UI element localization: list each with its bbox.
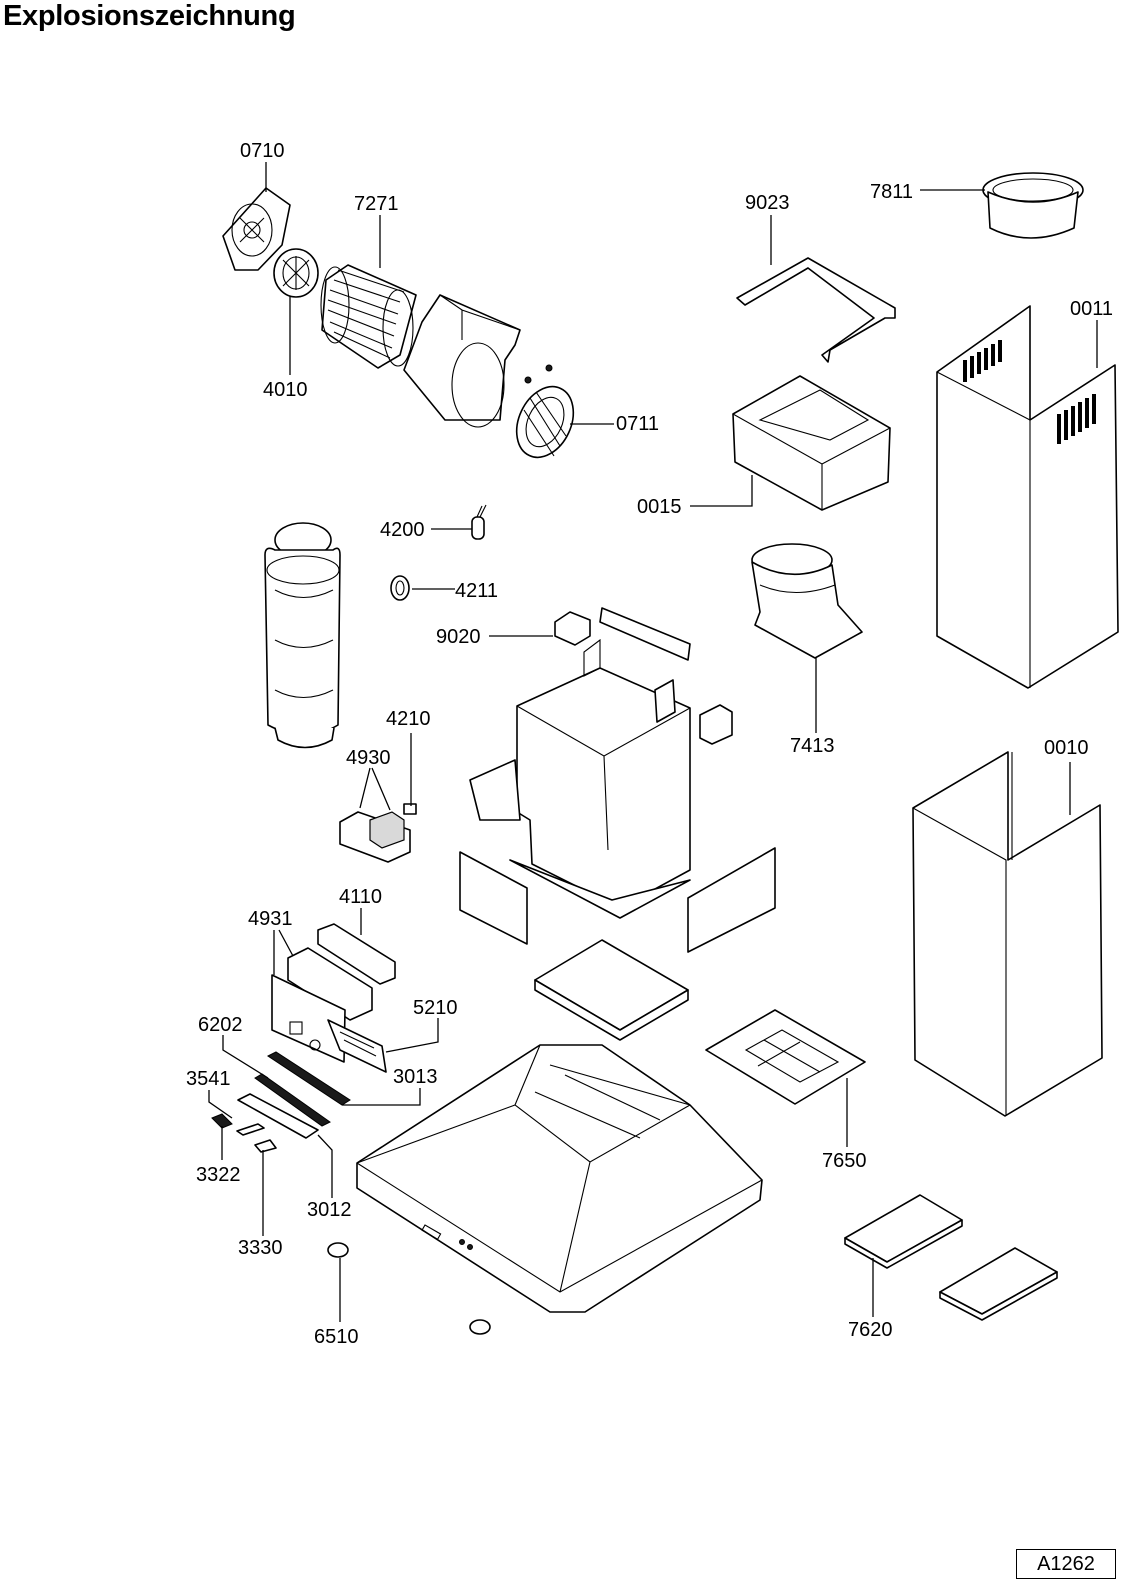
filter-frame — [705, 1009, 866, 1105]
part-label-6202: 6202 — [198, 1014, 243, 1036]
blower-housing — [403, 294, 521, 428]
part-label-0015: 0015 — [637, 496, 682, 518]
part-label-4211: 4211 — [455, 580, 498, 602]
part-label-7620: 7620 — [848, 1319, 893, 1341]
part-label-4210: 4210 — [386, 708, 431, 730]
control-knobs — [327, 1242, 491, 1335]
part-label-5210: 5210 — [413, 997, 458, 1019]
lamp-holder — [390, 575, 410, 601]
control-panel-parts — [211, 1051, 351, 1153]
lower-chimney-cover — [912, 751, 1103, 1117]
duct-transition-piece — [751, 543, 863, 659]
flexible-exhaust-pipe — [264, 522, 341, 749]
capacitor — [471, 504, 487, 540]
part-label-0010: 0010 — [1044, 737, 1089, 759]
duct-collar — [982, 172, 1084, 239]
carbon-filters — [844, 1194, 1058, 1321]
hood-canopy — [356, 1044, 763, 1313]
page-title: Explosionszeichnung — [3, 0, 296, 32]
part-label-3013: 3013 — [393, 1066, 438, 1088]
part-label-3330: 3330 — [238, 1237, 283, 1259]
part-label-0711: 0711 — [616, 413, 659, 435]
leader-lines — [208, 162, 1098, 1322]
part-label-9020: 9020 — [436, 626, 481, 648]
fan-inlet-grille — [515, 364, 575, 459]
part-label-7271: 7271 — [354, 193, 399, 215]
electronics-assembly — [271, 923, 396, 1073]
side-panels — [459, 847, 776, 953]
part-label-0710: 0710 — [240, 140, 285, 162]
part-label-7413: 7413 — [790, 735, 835, 757]
transformer-assembly — [339, 803, 417, 863]
part-label-4930: 4930 — [346, 747, 391, 769]
blower-wheel — [320, 264, 417, 369]
part-labels: 0710 7271 4010 0711 9023 7811 0011 0015 … — [186, 140, 1113, 1348]
fan-motor — [273, 248, 319, 298]
part-label-7811: 7811 — [870, 181, 913, 203]
part-label-3012: 3012 — [307, 1199, 352, 1221]
drawing-reference: A1262 — [1016, 1549, 1116, 1579]
part-label-6510: 6510 — [314, 1326, 359, 1348]
air-guide-box — [732, 375, 891, 511]
chimney-bracket — [736, 257, 896, 363]
part-label-3541: 3541 — [186, 1068, 231, 1090]
part-label-4110: 4110 — [339, 886, 382, 908]
part-label-0011: 0011 — [1070, 298, 1113, 320]
part-label-7650: 7650 — [822, 1150, 867, 1172]
part-label-4200: 4200 — [380, 519, 425, 541]
motor-housing-frame — [469, 607, 733, 919]
part-label-9023: 9023 — [745, 192, 790, 214]
filter-plate — [534, 939, 689, 1041]
part-label-4931: 4931 — [248, 908, 293, 930]
part-label-3322: 3322 — [196, 1164, 241, 1186]
part-label-4010: 4010 — [263, 379, 308, 401]
upper-chimney-cover — [936, 305, 1119, 689]
